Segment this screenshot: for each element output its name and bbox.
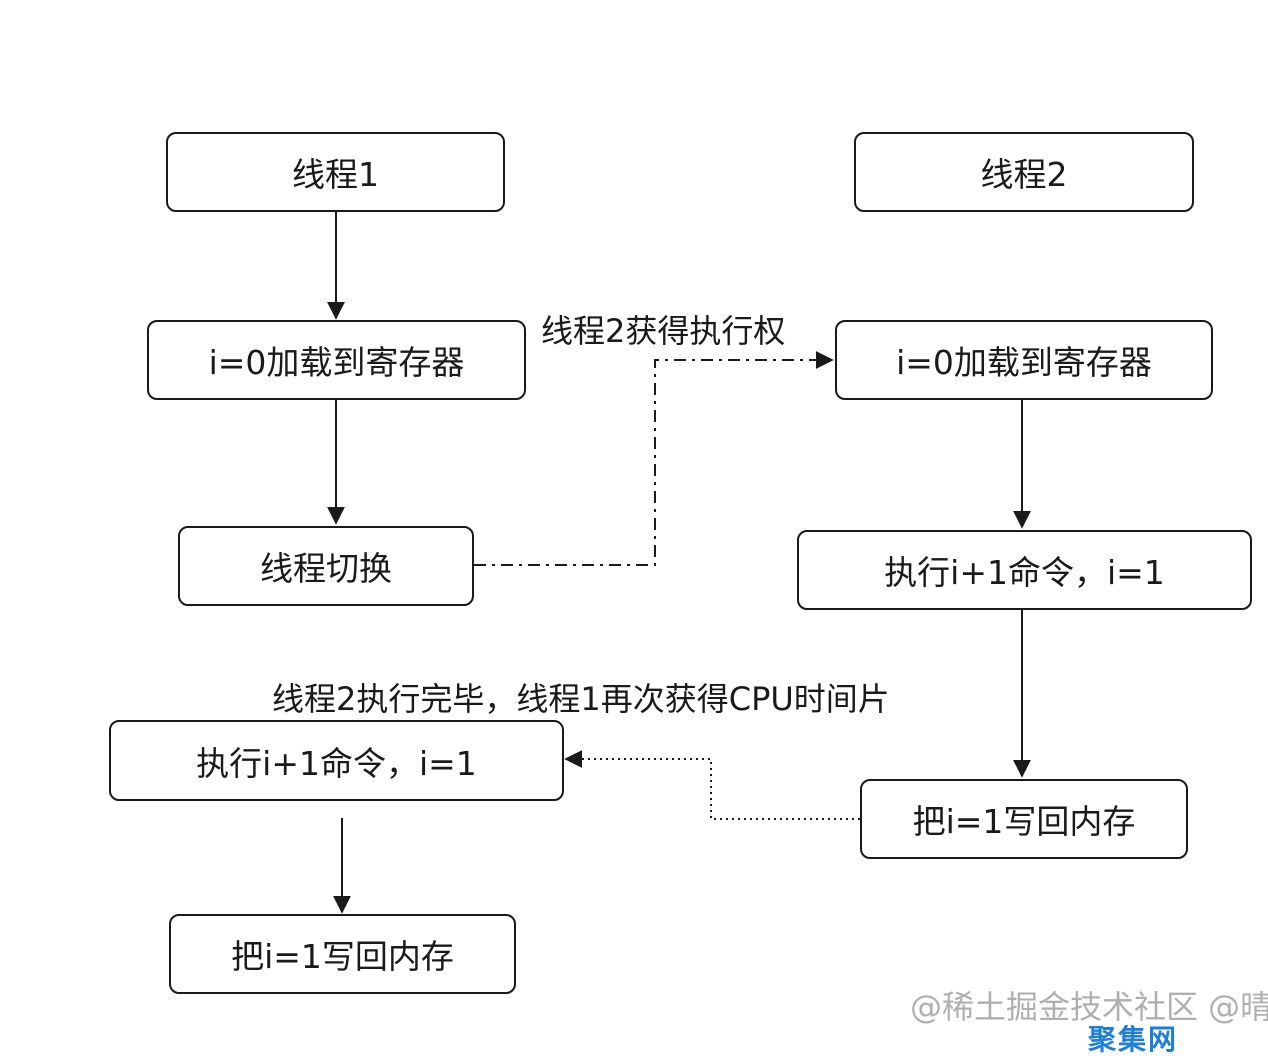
connector-switch-to-t2 bbox=[474, 351, 834, 566]
label-thread2-gets-exec: 线程2获得执行权 bbox=[541, 312, 786, 350]
node-thread1-title: 线程1 bbox=[166, 132, 505, 212]
watermark-text: @稀土掘金技术社区 @晴天 bbox=[910, 988, 1268, 1026]
node-thread2-exec: 执行i+1命令，i=1 bbox=[797, 530, 1252, 610]
node-thread2-write: 把i=1写回内存 bbox=[860, 779, 1188, 859]
node-thread1-exec: 执行i+1命令，i=1 bbox=[109, 720, 564, 801]
node-thread1-switch: 线程切换 bbox=[178, 526, 474, 606]
connector-t2-write-to-t1-exec bbox=[564, 750, 860, 820]
node-thread2-load: i=0加载到寄存器 bbox=[835, 320, 1213, 400]
node-thread1-load: i=0加载到寄存器 bbox=[147, 320, 526, 400]
node-thread2-title: 线程2 bbox=[854, 132, 1194, 212]
node-thread1-write: 把i=1写回内存 bbox=[169, 914, 516, 994]
label-thread2-done: 线程2执行完毕，线程1再次获得CPU时间片 bbox=[272, 680, 890, 718]
watermark-brand: 聚集网 bbox=[1088, 1023, 1179, 1056]
